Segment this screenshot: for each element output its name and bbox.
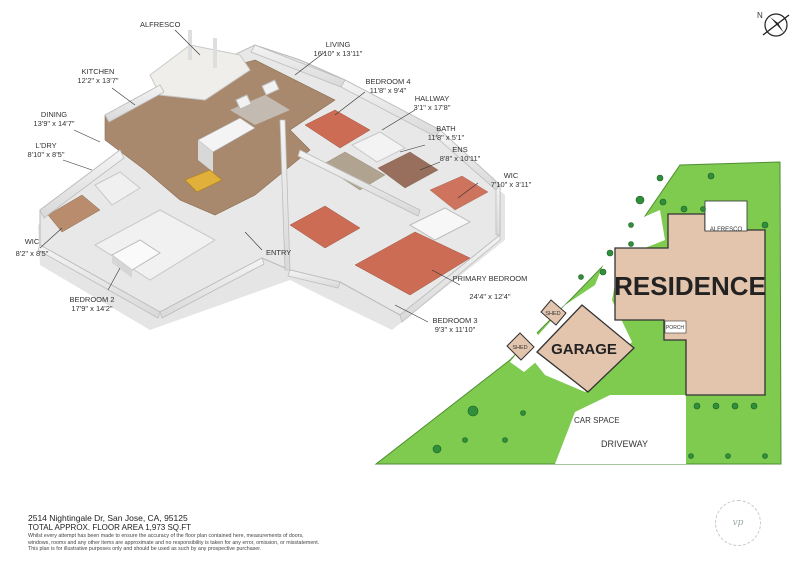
site-alfresco-label: ALFRESCO	[710, 227, 743, 233]
room-name-kitchen: KITCHEN	[82, 67, 115, 76]
room-name-bedroom-4: BEDROOM 4	[365, 77, 410, 86]
room-labels	[39, 29, 479, 323]
room-dims-hallway: 3'1" x 17'8"	[414, 103, 451, 112]
hallway-floor	[321, 151, 386, 191]
room-label-text: ALFRESCO LIVING 16'10" x 13'11" KITCHEN …	[16, 20, 532, 334]
site-trees	[432, 172, 769, 459]
company-logo-icon: vp	[715, 500, 761, 546]
ensuite-floor	[377, 151, 439, 189]
total-floor-area: TOTAL APPROX. FLOOR AREA 1,973 SQ.FT	[28, 523, 192, 532]
room-dims-dining: 13'9" x 14'7"	[33, 119, 74, 128]
room-name-bedroom-2: BEDROOM 2	[69, 295, 114, 304]
room-name-dining: DINING	[41, 110, 67, 119]
room-dims-wic-left: 8'2" x 8'5"	[16, 249, 49, 258]
garage-building	[536, 304, 635, 393]
compass-rose-icon: N	[757, 11, 790, 37]
room-name-bedroom-3: BEDROOM 3	[432, 316, 477, 325]
laundry-floor	[94, 171, 141, 206]
room-name-hallway: HALLWAY	[415, 94, 449, 103]
room-dims-living: 16'10" x 13'11"	[314, 49, 363, 58]
driveway-area	[555, 395, 686, 464]
residence-label: RESIDENCE	[614, 271, 766, 301]
garage-label: GARAGE	[551, 341, 617, 358]
shed-b-building	[506, 332, 535, 361]
porch-block	[664, 320, 687, 334]
room-name-entry: ENTRY	[266, 248, 291, 257]
room-dims-wic-right: 7'10" x 3'11"	[491, 180, 532, 189]
footer: 2514 Nightingale Dr, San Jose, CA, 95125…	[28, 513, 588, 553]
shed-a-label: SHED	[545, 311, 560, 317]
wic-right-floor	[429, 175, 489, 211]
alfresco-block	[704, 200, 748, 232]
dining-table	[184, 169, 223, 193]
site-plan: RESIDENCE ALFRESCO PORCH GARAGE SHED SHE…	[374, 161, 782, 465]
bath-floor	[350, 131, 407, 163]
property-address: 2514 Nightingale Dr, San Jose, CA, 95125	[28, 513, 188, 523]
room-dims-bedroom-4: 11'8" x 9'4"	[370, 86, 407, 95]
bedroom-4-floor	[304, 109, 371, 149]
compass-north-label: N	[757, 11, 763, 20]
shed-a-building	[540, 299, 567, 326]
disclaimer-line-2: windows, rooms and any other items are a…	[28, 539, 320, 546]
room-dims-primary-bedroom: 24'4" x 12'4"	[469, 292, 510, 301]
room-name-living: LIVING	[326, 40, 351, 49]
room-name-alfresco: ALFRESCO	[140, 20, 181, 29]
primary-bedroom-floor	[354, 231, 471, 296]
wic-left-floor	[47, 194, 101, 233]
room-name-primary-bedroom: PRIMARY BEDROOM	[453, 274, 528, 283]
bedroom-3-floor	[289, 205, 361, 249]
room-name-wic-right: WIC	[504, 171, 519, 180]
room-dims-laundry: 8'10" x 8'5"	[28, 150, 65, 159]
driveway-label: DRIVEWAY	[601, 439, 648, 449]
room-dims-kitchen: 12'2" x 13'7"	[77, 76, 118, 85]
room-name-wic-left: WIC	[25, 237, 40, 246]
site-porch-label: PORCH	[666, 325, 684, 331]
room-dims-bath: 11'8" x 5'1"	[428, 133, 465, 142]
room-dims-bedroom-2: 17'9" x 14'2"	[71, 304, 112, 313]
room-name-bath: BATH	[436, 124, 455, 133]
room-dims-bedroom-3: 9'3" x 11'10"	[435, 325, 476, 334]
shed-b-label: SHED	[512, 345, 527, 351]
disclaimer-line-3: This plan is for illustrative purposes o…	[28, 546, 262, 553]
room-name-laundry: L'DRY	[35, 141, 56, 150]
room-dims-ensuite: 8'8" x 10'11"	[440, 154, 481, 163]
car-space-label: CAR SPACE	[574, 416, 620, 425]
disclaimer-line-1: Whilst every attempt has been made to en…	[28, 533, 304, 539]
room-name-ensuite: ENS	[452, 145, 467, 154]
isometric-floor-plan	[37, 30, 505, 330]
